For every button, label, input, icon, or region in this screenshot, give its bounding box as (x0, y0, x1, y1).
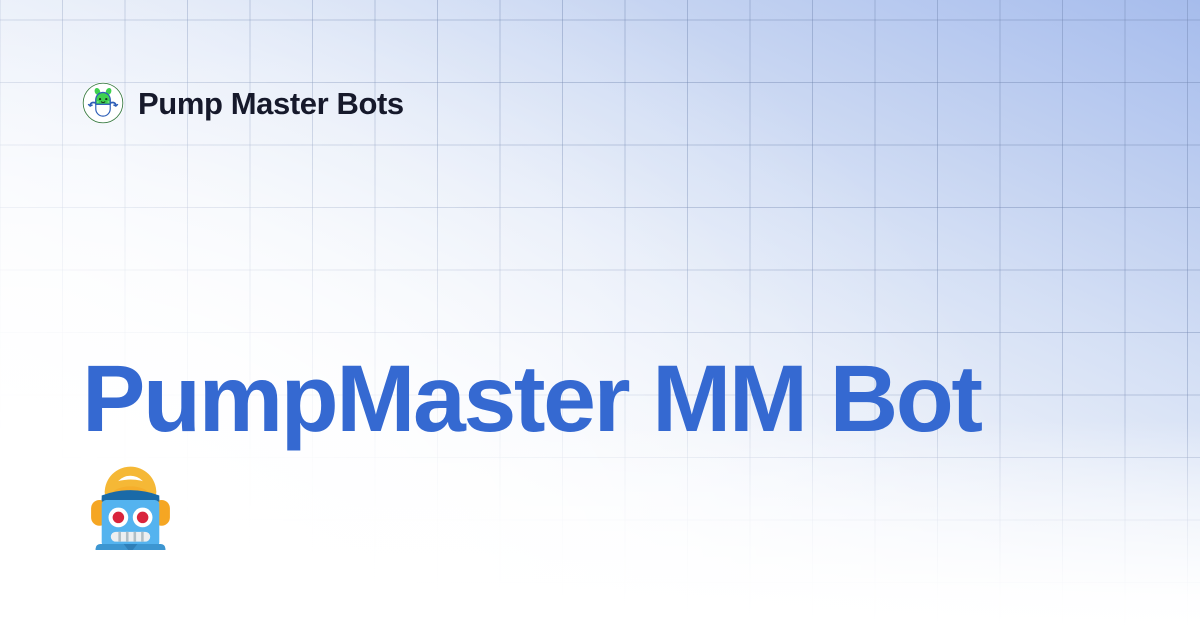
page-title: PumpMaster MM Bot (82, 346, 983, 452)
brand-header: Pump Master Bots (82, 82, 404, 124)
robot-emoji (91, 466, 170, 550)
brand-name: Pump Master Bots (138, 85, 404, 121)
background-bottom-fade (0, 420, 1200, 630)
hero-block: PumpMaster MM Bot (82, 346, 983, 553)
hero-emoji-row (82, 453, 981, 553)
pill-mascot-icon (82, 82, 124, 124)
